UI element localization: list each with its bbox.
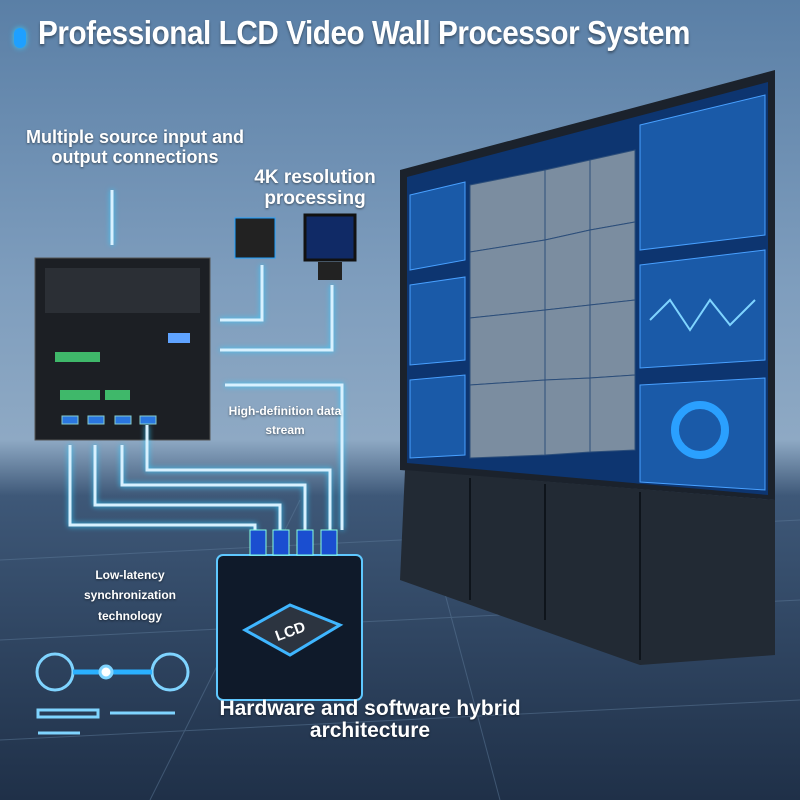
label-resolution: 4K resolution processing — [254, 167, 376, 209]
video-wall — [400, 70, 775, 665]
lcd-chip-board — [216, 529, 363, 701]
sync-slider-icon — [35, 652, 190, 735]
chip-device — [234, 217, 276, 259]
label-architecture: Hardware and software hybrid architectur… — [219, 697, 521, 743]
monitor-icon — [303, 213, 357, 262]
title-bullet-icon — [14, 28, 26, 48]
label-inputs: Multiple source input and output connect… — [25, 127, 244, 167]
processor-unit — [34, 257, 211, 441]
page-title: Professional LCD Video Wall Processor Sy… — [38, 14, 690, 51]
label-stream: High-definition data stream — [228, 404, 342, 438]
label-latency: Low-latency synchronization technology — [83, 568, 176, 623]
